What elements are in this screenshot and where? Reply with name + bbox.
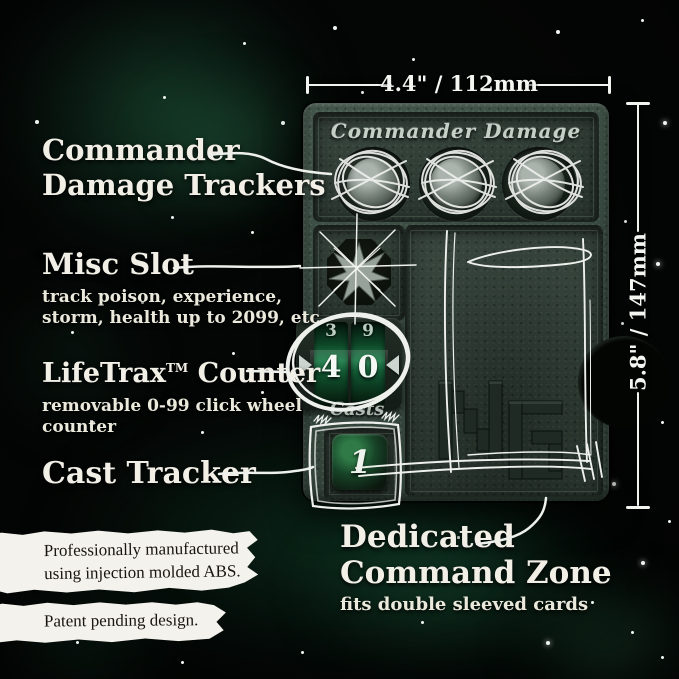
description-line: removable 0-99 click wheel xyxy=(42,396,302,416)
callout-title: LifeTraxTM Counter xyxy=(42,351,320,391)
star-icon xyxy=(361,91,364,94)
damage-dial xyxy=(336,147,410,221)
dimension-tick xyxy=(306,76,309,94)
dimension-tick xyxy=(626,506,650,509)
star-icon xyxy=(412,58,415,61)
callout-description: track poison, experience, storm, health … xyxy=(42,287,320,329)
star-icon xyxy=(421,621,424,624)
width-dimension-line xyxy=(526,84,610,87)
star-icon xyxy=(641,561,645,565)
commander-damage-engraving: Commander Damage xyxy=(330,119,582,143)
star-icon xyxy=(201,431,204,434)
width-dimension-label: 4.4" / 112mm xyxy=(379,71,539,96)
star-icon xyxy=(656,262,660,266)
star-icon xyxy=(333,26,337,30)
damage-dial xyxy=(502,147,576,221)
cast-die: 1 xyxy=(332,434,388,490)
dimension-tick xyxy=(626,102,650,105)
width-dimension-line xyxy=(308,84,392,87)
badge-line: using injection molded ABS. xyxy=(44,561,241,584)
damage-dial xyxy=(419,147,493,221)
star-icon xyxy=(281,121,285,125)
star-icon xyxy=(232,352,235,355)
star-icon xyxy=(556,30,560,34)
callout-commander-damage: Commander Damage Trackers xyxy=(42,133,326,203)
star-icon xyxy=(661,656,664,659)
callout-title: Damage Trackers xyxy=(42,168,326,202)
description-line: track poison, experience, xyxy=(42,287,282,307)
height-dimension-label: 5.8" / 147mm xyxy=(625,232,651,392)
wheel-digit: 9 xyxy=(362,322,374,341)
dimension-tick xyxy=(608,76,611,94)
callout-title: Dedicated xyxy=(340,519,515,555)
star-icon xyxy=(243,42,246,45)
commander-damage-section: Commander Damage xyxy=(313,112,599,222)
brand-name: LifeTrax xyxy=(42,358,166,389)
left-arrow-icon xyxy=(386,355,399,375)
manufacturing-badge: Professionally manufactured using inject… xyxy=(0,527,258,595)
star-icon xyxy=(301,651,304,654)
command-zone-slot xyxy=(405,225,603,497)
callout-cast-tracker: Cast Tracker xyxy=(42,456,256,491)
counter-wheel-ones: 9 0 xyxy=(351,322,385,406)
callout-description: removable 0-99 click wheel counter xyxy=(42,396,320,438)
star-icon xyxy=(663,121,667,125)
star-icon xyxy=(71,331,74,334)
height-dimension-line xyxy=(637,392,640,506)
star-icon xyxy=(261,391,264,394)
finger-notch xyxy=(578,336,670,428)
star-icon xyxy=(76,641,79,644)
casts-engraving: Casts xyxy=(329,399,385,420)
star-icon xyxy=(624,220,628,224)
ng-logo xyxy=(438,380,563,480)
star-icon xyxy=(621,322,624,325)
callout-command-zone: Dedicated Command Zone fits double sleev… xyxy=(340,519,612,615)
star-counter-icon xyxy=(328,241,390,303)
star-icon xyxy=(163,96,166,99)
star-icon xyxy=(251,231,254,234)
star-icon xyxy=(591,601,594,604)
star-icon xyxy=(457,536,460,539)
trademark-mark: TM xyxy=(165,361,189,375)
height-dimension-line xyxy=(637,104,640,232)
misc-slot xyxy=(313,225,405,321)
dial-disc xyxy=(347,158,399,210)
star-icon xyxy=(661,421,664,424)
star-icon xyxy=(91,421,95,425)
callout-title: Command Zone xyxy=(340,555,612,591)
star-icon xyxy=(181,661,184,664)
badge-line: Patent pending design. xyxy=(43,610,199,631)
star-icon xyxy=(668,520,672,524)
description-line: counter xyxy=(42,417,117,437)
dial-disc xyxy=(513,158,565,210)
badge-line: Professionally manufactured xyxy=(43,538,239,561)
star-icon xyxy=(612,482,616,486)
star-icon xyxy=(631,631,634,634)
callout-lifetrax: LifeTraxTM Counter removable 0-99 click … xyxy=(42,351,320,438)
title-rest: Counter xyxy=(188,358,321,389)
wheel-digit: 0 xyxy=(357,350,379,385)
star-icon xyxy=(641,19,644,22)
callout-title: Cast Tracker xyxy=(42,456,256,491)
callout-title: Commander xyxy=(42,133,240,167)
star-icon xyxy=(35,120,39,124)
callout-misc-slot: Misc Slot track poison, experience, stor… xyxy=(42,247,320,329)
callout-description: fits double sleeved cards xyxy=(340,594,589,615)
dial-disc xyxy=(430,158,482,210)
die-face-value: 1 xyxy=(348,443,372,481)
description-line: storm, health up to 2099, etc xyxy=(42,308,320,328)
callout-title: Misc Slot xyxy=(42,247,194,281)
star-icon xyxy=(171,216,174,219)
star-icon xyxy=(141,301,144,304)
misc-slot-hole xyxy=(327,239,391,305)
tracker-tray: Commander Damage xyxy=(296,103,609,501)
patent-badge: Patent pending design. xyxy=(0,600,226,644)
star-icon xyxy=(546,641,550,645)
